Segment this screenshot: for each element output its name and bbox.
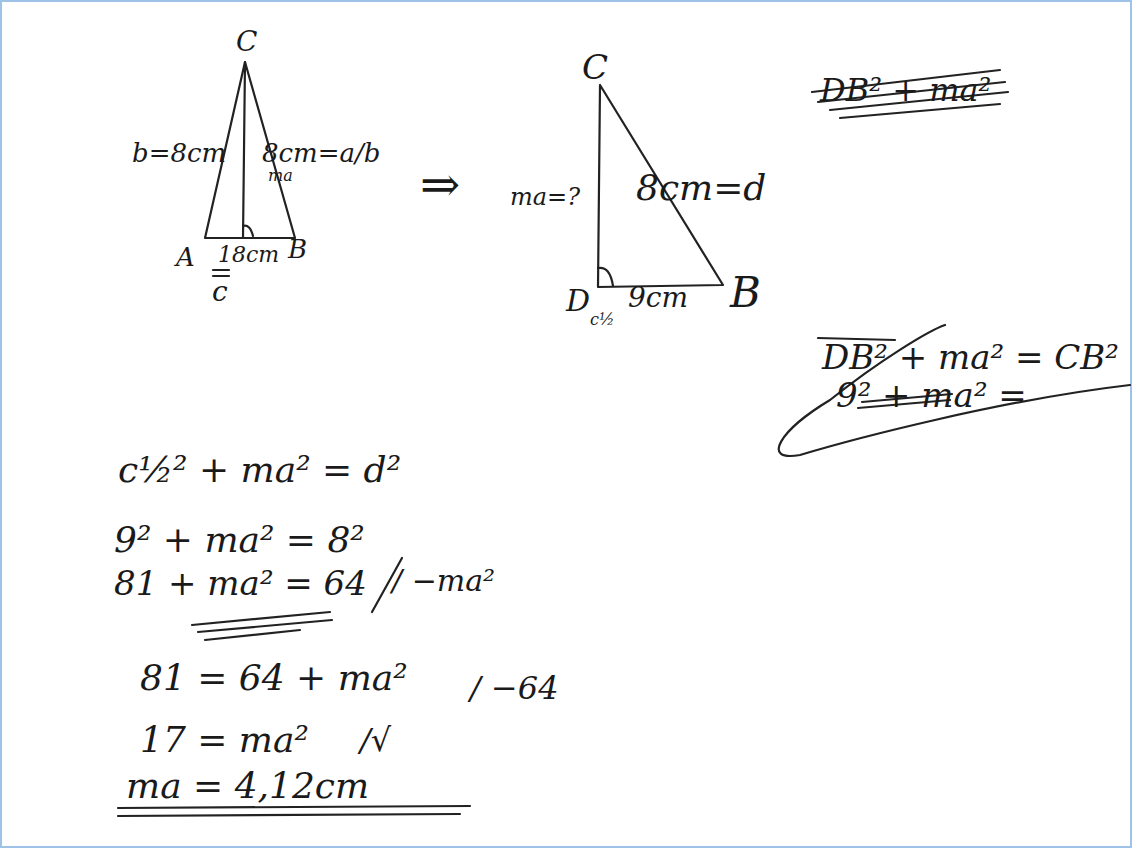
cross-out <box>192 612 332 640</box>
handwritten-label: c <box>212 278 228 306</box>
handwritten-label: D <box>566 286 590 316</box>
handwritten-label: 8cm=d <box>636 170 766 206</box>
handwritten-label: B <box>730 272 761 314</box>
handwritten-label: ma <box>268 168 293 184</box>
cross-out <box>812 70 1008 118</box>
handwritten-label: C <box>236 28 257 56</box>
handwritten-label: ⇒ <box>420 160 460 208</box>
handwritten-label: c½ <box>590 312 614 328</box>
handwritten-label: 8cm=a/b <box>262 140 380 166</box>
handwritten-label: 18cm <box>218 244 279 266</box>
handwritten-label: DB² + ma² = CB² <box>822 340 1119 374</box>
handwritten-label: DB² + ma² <box>820 74 991 106</box>
right-angle-mark <box>598 268 613 286</box>
handwritten-label: ma=? <box>510 185 580 209</box>
handwritten-label: 17 = ma² <box>140 722 309 758</box>
handwritten-label: 9cm <box>628 284 688 312</box>
handwritten-label: C <box>582 50 608 84</box>
handwritten-label: 81 + ma² = 64 <box>114 566 367 600</box>
altitude <box>243 62 245 238</box>
handwritten-label: 81 = 64 + ma² <box>140 660 408 696</box>
handwritten-label: 9² + ma² = <box>836 378 1027 412</box>
handwritten-label: ma = 4,12cm <box>126 768 369 804</box>
handwritten-label: / −ma² <box>392 566 495 596</box>
handwritten-label: b=8cm <box>132 140 226 166</box>
handwritten-label: /√ <box>360 724 391 756</box>
underline <box>213 270 229 276</box>
handwritten-label: / −64 <box>470 672 558 704</box>
handwritten-label: 9² + ma² = 8² <box>114 522 365 558</box>
underline <box>118 806 470 816</box>
handwritten-label: B <box>288 236 307 262</box>
scribble-loop <box>779 325 1130 456</box>
handwritten-label: c½² + ma² = d² <box>118 452 401 488</box>
right-angle-mark <box>243 226 253 236</box>
handwritten-label: A <box>176 244 195 270</box>
